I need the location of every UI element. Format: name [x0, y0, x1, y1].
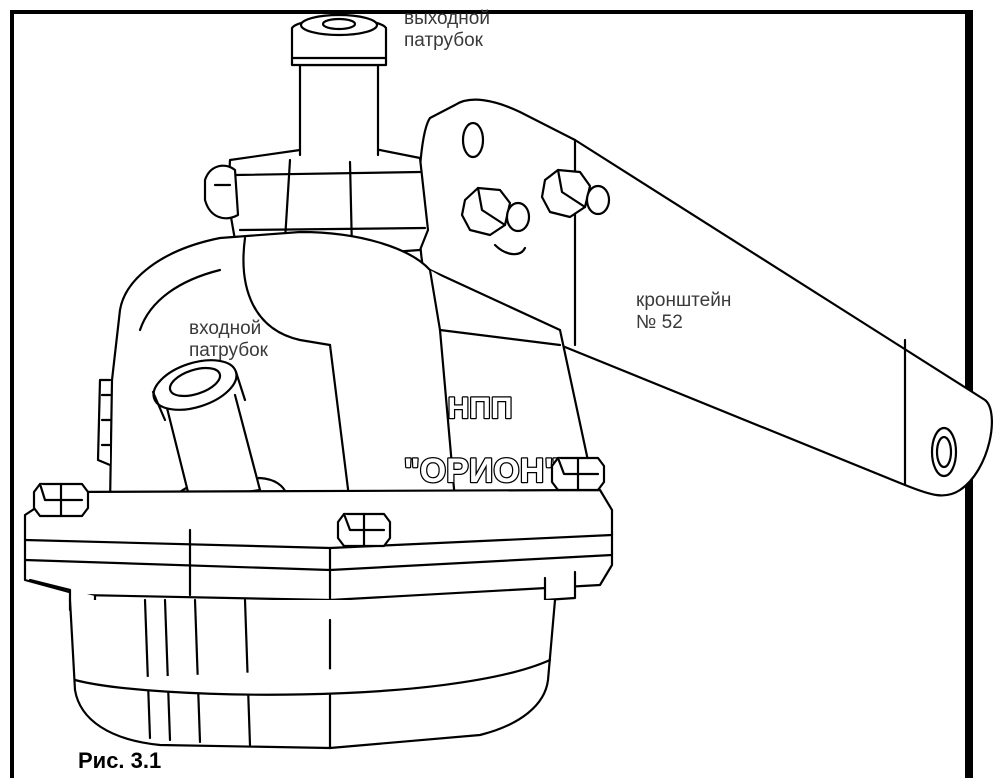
outlet-pipe — [290, 13, 388, 157]
inlet-pipe-label: входной патрубок — [189, 318, 268, 361]
outlet-pipe-label: выходной патрубок — [404, 8, 490, 51]
brand-line1: НПП — [448, 392, 513, 425]
brand-line2: "ОРИОН" — [404, 452, 561, 490]
inlet-pipe — [151, 359, 290, 527]
brand-emboss: НПП "ОРИОН" — [402, 391, 561, 492]
flange-bolt-back-right — [550, 456, 606, 492]
flange-bolt-front-right — [336, 512, 392, 548]
flange-bolt-front-left — [32, 482, 90, 518]
bracket-bolt-left — [460, 186, 531, 256]
bracket-bolt-right — [540, 168, 611, 219]
flange — [23, 488, 614, 624]
figure-caption: Рис. 3.1 — [78, 748, 162, 773]
lower-bowl — [68, 598, 557, 750]
bracket-label: кронштейн № 52 — [636, 290, 732, 333]
